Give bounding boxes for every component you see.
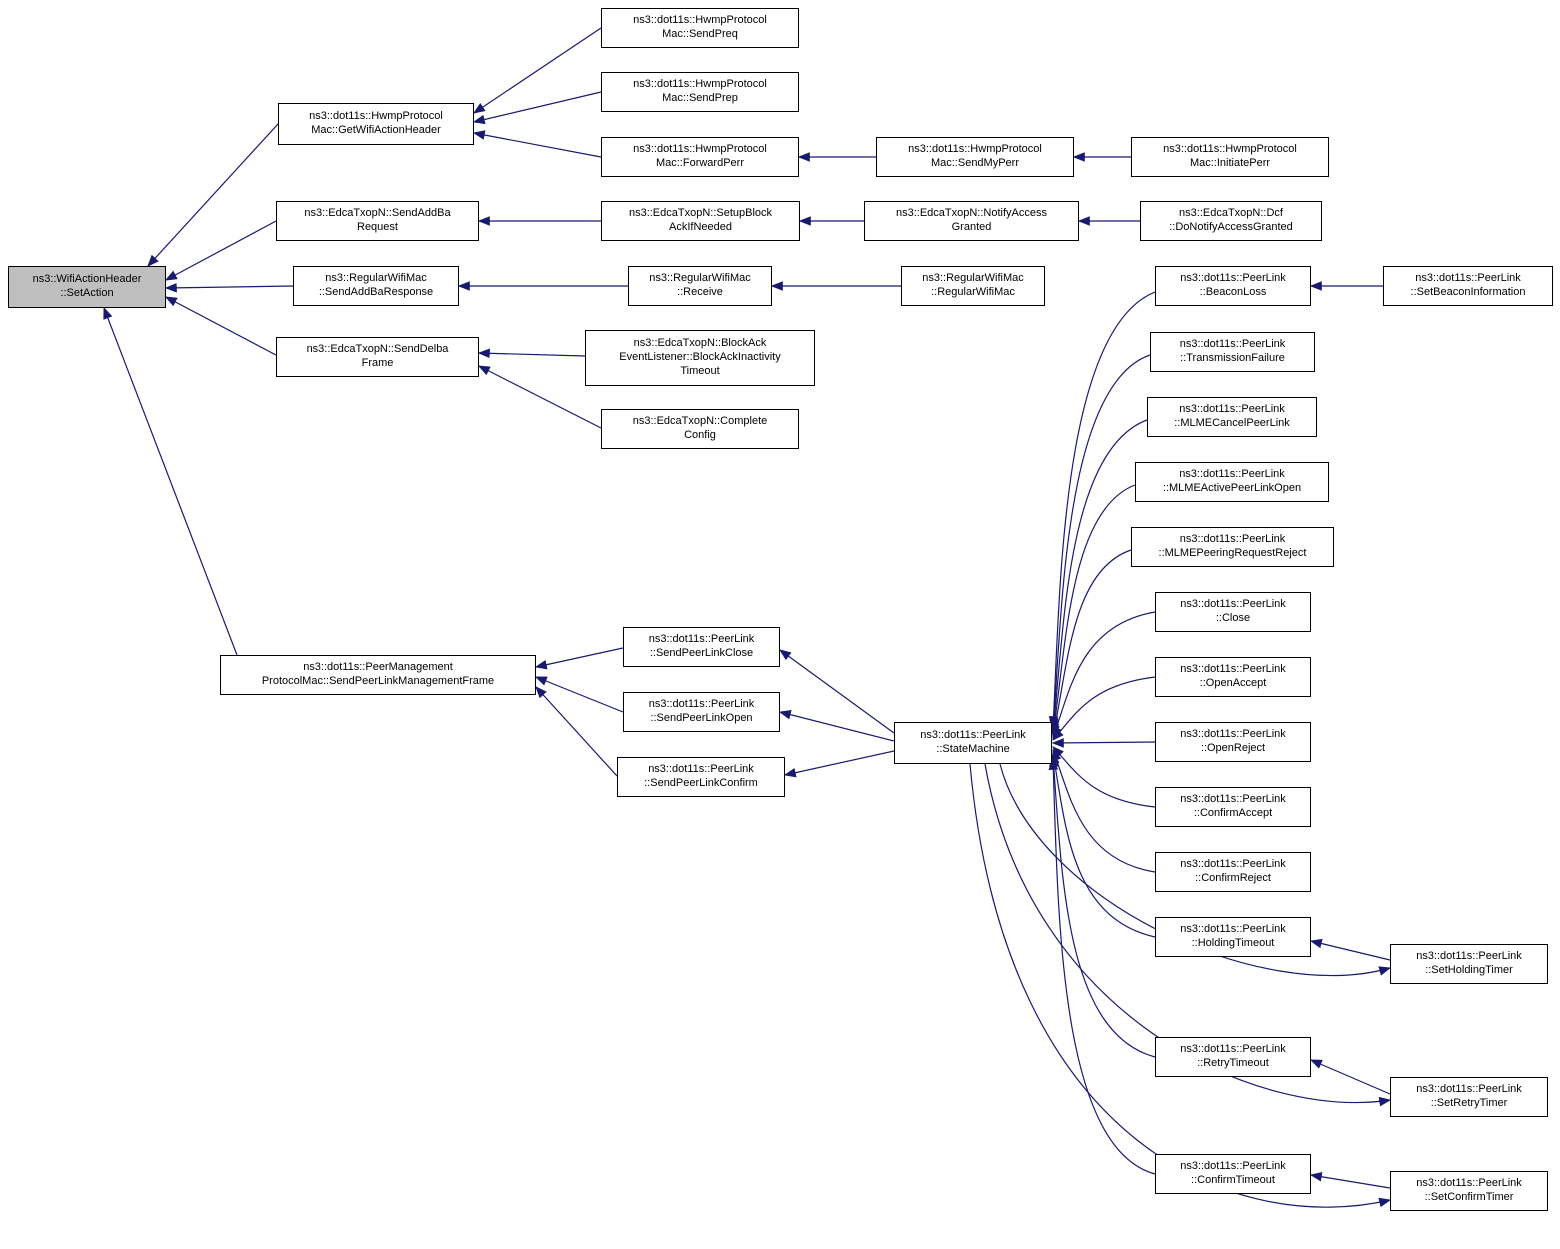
node-setconfirmtimer[interactable]: ns3::dot11s::PeerLink ::SetConfirmTimer (1390, 1171, 1548, 1211)
edge-setretrytimer-retrytimeout (1309, 1059, 1391, 1095)
node-openreject[interactable]: ns3::dot11s::PeerLink ::OpenReject (1155, 722, 1311, 762)
edge-openreject-statemachine (1051, 738, 1156, 748)
edge-senddelbaframe-setaction (164, 296, 277, 356)
edge-holdingtimeout-statemachine (1050, 751, 1156, 938)
node-sendmyperr[interactable]: ns3::dot11s::HwmpProtocol Mac::SendMyPer… (876, 137, 1074, 177)
edge-sendprep-getwifiactionheader (472, 91, 602, 125)
node-mlmeactivepeerlinkopen[interactable]: ns3::dot11s::PeerLink ::MLMEActivePeerLi… (1135, 462, 1329, 502)
edge-sendpreq-getwifiactionheader (473, 27, 602, 114)
edge-completeconfig-senddelbaframe (477, 365, 602, 429)
edge-statemachine-setretrytimer (984, 763, 1392, 1107)
edge-close-statemachine (1052, 611, 1156, 740)
node-retrytimeout[interactable]: ns3::dot11s::PeerLink ::RetryTimeout (1155, 1037, 1311, 1077)
node-sendpeerlinkopen[interactable]: ns3::dot11s::PeerLink ::SendPeerLinkOpen (623, 692, 780, 732)
edge-sendpeerlinkopen-sendplmframe (534, 676, 624, 713)
node-initiateperr[interactable]: ns3::dot11s::HwmpProtocol Mac::InitiateP… (1131, 137, 1329, 177)
edge-forwardperr-getwifiactionheader (472, 130, 602, 158)
edge-beaconloss-statemachine (1048, 291, 1156, 729)
node-openaccept[interactable]: ns3::dot11s::PeerLink ::OpenAccept (1155, 657, 1311, 697)
edge-sendaddbaresponse-setaction (164, 283, 294, 293)
edge-mlmeactivepeerlinkopen-statemachine (1049, 484, 1136, 736)
node-sendpeerlinkconfirm[interactable]: ns3::dot11s::PeerLink ::SendPeerLinkConf… (617, 757, 785, 797)
node-receive[interactable]: ns3::RegularWifiMac ::Receive (628, 266, 772, 306)
edge-mlmepeeringrequestreject-statemachine (1050, 549, 1132, 738)
node-sendpeerlinkclose[interactable]: ns3::dot11s::PeerLink ::SendPeerLinkClos… (623, 627, 780, 667)
edge-setconfirmtimer-confirmtimeout (1309, 1172, 1391, 1189)
edge-sendpeerlinkclose-sendplmframe (534, 647, 624, 670)
edge-statemachine-sendpeerlinkopen (778, 710, 895, 742)
edge-blockackinactivitytimeout-senddelbaframe (477, 348, 586, 359)
node-forwardperr[interactable]: ns3::dot11s::HwmpProtocol Mac::ForwardPe… (601, 137, 799, 177)
node-setholdingtimer[interactable]: ns3::dot11s::PeerLink ::SetHoldingTimer (1390, 944, 1548, 984)
node-mlmepeeringrequestreject[interactable]: ns3::dot11s::PeerLink ::MLMEPeeringReque… (1131, 527, 1334, 567)
node-sendprep[interactable]: ns3::dot11s::HwmpProtocol Mac::SendPrep (601, 72, 799, 112)
node-completeconfig[interactable]: ns3::EdcaTxopN::Complete Config (601, 409, 799, 449)
edge-statemachine-sendpeerlinkclose (779, 649, 895, 734)
node-mlmecancelpeerlink[interactable]: ns3::dot11s::PeerLink ::MLMECancelPeerLi… (1147, 397, 1317, 437)
node-confirmaccept[interactable]: ns3::dot11s::PeerLink ::ConfirmAccept (1155, 787, 1311, 827)
edge-confirmreject-statemachine (1052, 748, 1156, 873)
node-setupblockackifneeded[interactable]: ns3::EdcaTxopN::SetupBlock AckIfNeeded (601, 201, 800, 241)
node-donotifyaccessgranted[interactable]: ns3::EdcaTxopN::Dcf ::DoNotifyAccessGran… (1140, 201, 1322, 241)
node-beaconloss[interactable]: ns3::dot11s::PeerLink ::BeaconLoss (1155, 266, 1311, 306)
node-close[interactable]: ns3::dot11s::PeerLink ::Close (1155, 592, 1311, 632)
node-sendplmframe[interactable]: ns3::dot11s::PeerManagement ProtocolMac:… (220, 655, 536, 695)
edge-getwifiactionheader-setaction (147, 123, 279, 267)
node-sendaddbaresponse[interactable]: ns3::RegularWifiMac ::SendAddBaResponse (293, 266, 459, 306)
node-sendpreq[interactable]: ns3::dot11s::HwmpProtocol Mac::SendPreq (601, 8, 799, 48)
edge-mlmecancelpeerlink-statemachine (1049, 419, 1148, 733)
node-setretrytimer[interactable]: ns3::dot11s::PeerLink ::SetRetryTimer (1390, 1077, 1548, 1117)
edge-statemachine-setconfirmtimer (969, 763, 1392, 1208)
edge-sendpeerlinkconfirm-sendplmframe (535, 686, 618, 777)
node-notifyaccessgranted[interactable]: ns3::EdcaTxopN::NotifyAccess Granted (864, 201, 1079, 241)
edge-sendaddbarequest-setaction (164, 220, 277, 281)
node-confirmtimeout[interactable]: ns3::dot11s::PeerLink ::ConfirmTimeout (1155, 1154, 1311, 1194)
edge-sendplmframe-setaction (103, 306, 238, 656)
node-getwifiactionheader[interactable]: ns3::dot11s::HwmpProtocol Mac::GetWifiAc… (278, 103, 474, 145)
edge-statemachine-sendpeerlinkconfirm (783, 750, 895, 778)
edge-transmissionfailure-statemachine (1049, 354, 1151, 731)
edge-confirmaccept-statemachine (1052, 746, 1156, 808)
node-statemachine[interactable]: ns3::dot11s::PeerLink ::StateMachine (894, 722, 1052, 764)
node-confirmreject[interactable]: ns3::dot11s::PeerLink ::ConfirmReject (1155, 852, 1311, 892)
node-holdingtimeout[interactable]: ns3::dot11s::PeerLink ::HoldingTimeout (1155, 917, 1311, 957)
edge-setholdingtimer-holdingtimeout (1309, 938, 1391, 961)
node-senddelbaframe[interactable]: ns3::EdcaTxopN::SendDelba Frame (276, 337, 479, 377)
node-setbeaconinformation[interactable]: ns3::dot11s::PeerLink ::SetBeaconInforma… (1383, 266, 1553, 306)
node-setaction[interactable]: ns3::WifiActionHeader ::SetAction (8, 266, 166, 308)
edge-retrytimeout-statemachine (1048, 754, 1156, 1058)
node-blockackinactivitytimeout[interactable]: ns3::EdcaTxopN::BlockAck EventListener::… (585, 330, 815, 386)
node-regularwifimac[interactable]: ns3::RegularWifiMac ::RegularWifiMac (901, 266, 1045, 306)
edge-openaccept-statemachine (1052, 676, 1156, 741)
edge-confirmtimeout-statemachine (1048, 757, 1156, 1175)
node-sendaddbarequest[interactable]: ns3::EdcaTxopN::SendAddBa Request (276, 201, 479, 241)
node-transmissionfailure[interactable]: ns3::dot11s::PeerLink ::TransmissionFail… (1150, 332, 1315, 372)
